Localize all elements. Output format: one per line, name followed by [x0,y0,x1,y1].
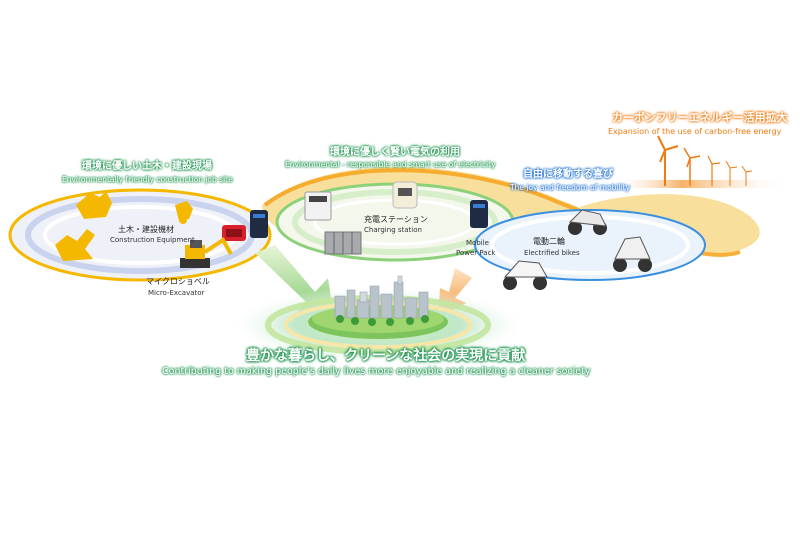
power-pack-label-line2: Power Pack [456,249,496,257]
society-title-en: Contributing to making people's daily li… [162,366,591,377]
society-title-jp: 豊かな暮らし、クリーンな社会の実現に貢献 [246,348,526,364]
energy-title-en: Expansion of the use of carbon-free ener… [608,127,782,136]
power-pack-icon [470,200,488,228]
equipment-label-en: Construction Equipment [110,236,195,244]
battery-rack-icon [324,231,362,255]
electricity-title-jp: 環境に優しく賢い電気の利用 [330,147,460,158]
charging-cabinet-icon [304,191,332,221]
scooter-icon [568,209,607,235]
construction-title-jp: 環境に優しい土木・建設現場 [82,161,212,172]
charging-station-label-jp: 充電ステーション [364,215,428,224]
construction-title-en: Environmentally friendly construction jo… [62,175,233,184]
electricity-title-en: Environmental - responsible and smart us… [285,160,496,169]
excavator-silhouette-icon [55,229,95,261]
equipment-icons [55,191,193,261]
micro-excavator-icon [180,237,233,268]
equipment-label-jp: 土木・建設機材 [118,225,174,234]
bikes-label-en: Electrified bikes [524,249,580,257]
city-buildings [334,275,429,319]
power-pack-label-line1: Mobile [466,239,489,247]
bulldozer-icon [76,191,112,219]
excavator-label-en: Micro-Excavator [148,289,205,297]
compactor-icon [175,201,193,221]
scooter-icon [503,260,548,290]
scooter-icon [613,236,652,272]
mobility-title-en: The joy and freedom of mobility [510,183,631,192]
bikes-label-jp: 電動二輪 [533,237,565,246]
energy-title-jp: カーボンフリーエネルギー活用拡大 [612,111,788,124]
charging-station-label-en: Charging station [364,226,422,234]
wind-turbines-icon [610,135,790,188]
mobility-title-jp: 自由に移動する喜び [523,169,613,180]
charging-station-icon [392,181,418,209]
excavator-label-jp: マイクロショベル [146,277,210,286]
city-trees [336,315,429,326]
power-pack-icon [250,210,268,238]
